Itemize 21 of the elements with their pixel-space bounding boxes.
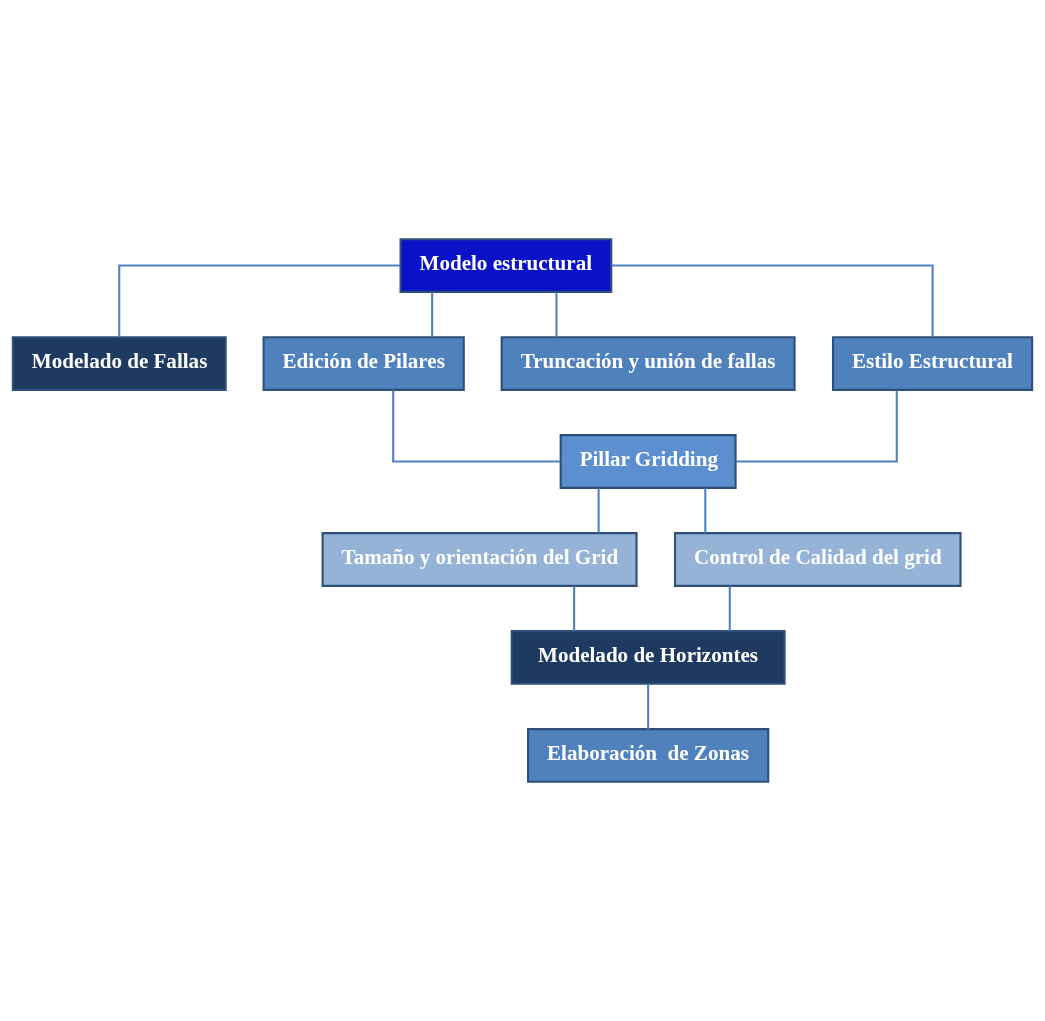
node-box: Pillar Gridding [559,434,737,489]
node-box: Modelado de Fallas [11,336,227,391]
node-box: Control de Calidad del grid [673,532,962,587]
node-box: Tamaño y orientación del Grid [321,532,638,587]
connector [597,488,600,534]
node-box: Edición de Pilares [262,336,465,391]
connector [704,488,707,534]
node-box: Truncación y unión de fallas [500,336,796,391]
connector [392,390,561,463]
node-box: Elaboración de Zonas [526,728,770,783]
node-box: Estilo Estructural [831,336,1034,391]
connector [118,264,401,337]
node-box: Modelo estructural [399,238,613,293]
connector [555,292,558,338]
node-box: Modelado de Horizontes [510,630,786,685]
connector [573,586,576,632]
connector [735,390,898,463]
connector [728,586,731,632]
connector [647,684,650,730]
connector [611,264,934,337]
connector [431,292,434,338]
